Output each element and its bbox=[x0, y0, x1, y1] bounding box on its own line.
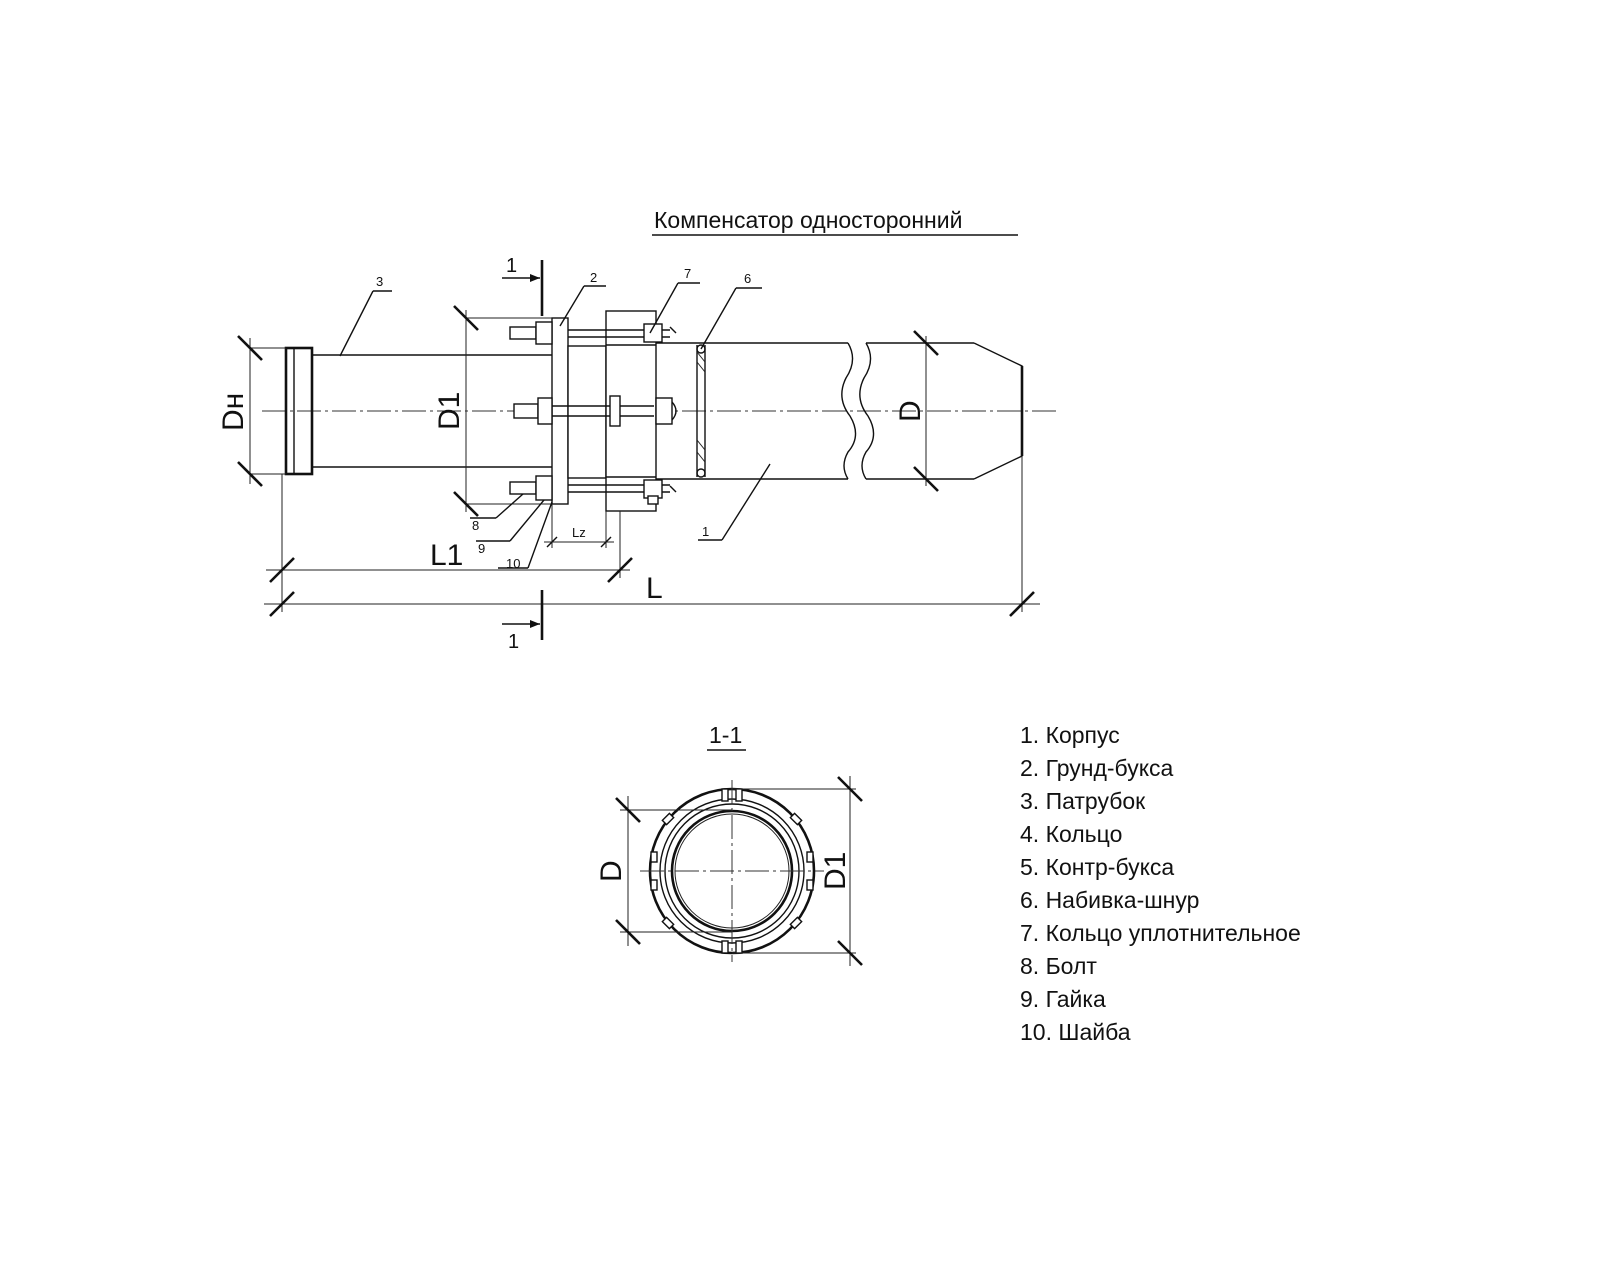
nipple-end-flange bbox=[284, 346, 314, 476]
section-mark-top: 1 bbox=[506, 255, 517, 277]
gland-collar bbox=[567, 345, 607, 479]
main-view bbox=[262, 310, 1058, 512]
dim-l: L bbox=[646, 572, 663, 605]
callout-3: 3 bbox=[376, 274, 383, 289]
section-cut-markers: 1 1 bbox=[502, 255, 544, 653]
callout-9: 9 bbox=[478, 541, 485, 556]
legend-item: 7. Кольцо уплотнительное bbox=[1020, 920, 1301, 946]
callout-6: 6 bbox=[744, 271, 751, 286]
dim-dn: Dн bbox=[217, 393, 250, 431]
dim-d1-section: D1 bbox=[819, 852, 852, 890]
bolt-top bbox=[509, 321, 677, 345]
dim-d1-main: D1 bbox=[433, 392, 466, 430]
legend-item: 4. Кольцо bbox=[1020, 821, 1122, 847]
dim-d-section: D bbox=[595, 860, 628, 882]
legend-item: 2. Грунд-букса bbox=[1020, 755, 1174, 781]
dimensions: Dн D1 D Lz L1 L bbox=[217, 305, 1040, 617]
bolt-middle bbox=[513, 395, 677, 427]
break-line bbox=[841, 342, 857, 480]
callouts: 3 2 7 6 1 8 9 10 bbox=[339, 266, 771, 571]
legend: 1. Корпус 2. Грунд-букса 3. Патрубок 4. … bbox=[1020, 722, 1301, 1045]
legend-item: 1. Корпус bbox=[1020, 722, 1120, 748]
callout-2: 2 bbox=[590, 270, 597, 285]
callout-7: 7 bbox=[684, 266, 691, 281]
callout-1: 1 bbox=[702, 524, 709, 539]
callout-8: 8 bbox=[472, 518, 479, 533]
legend-item: 9. Гайка bbox=[1020, 986, 1106, 1012]
legend-item: 5. Контр-букса bbox=[1020, 854, 1174, 880]
dim-d-main: D bbox=[894, 400, 927, 422]
section-view: D D1 bbox=[595, 776, 863, 966]
dim-l1: L1 bbox=[430, 539, 463, 572]
dim-lz: Lz bbox=[572, 525, 586, 540]
bolt-bottom bbox=[509, 475, 677, 505]
legend-item: 3. Патрубок bbox=[1020, 788, 1146, 814]
legend-item: 8. Болт bbox=[1020, 953, 1097, 979]
section-mark-bottom: 1 bbox=[508, 631, 519, 653]
section-title: 1-1 bbox=[709, 722, 742, 748]
drawing-title: Компенсатор односторонний bbox=[654, 207, 962, 233]
gland-flange bbox=[551, 317, 569, 505]
legend-item: 6. Набивка-шнур bbox=[1020, 887, 1199, 913]
callout-10: 10 bbox=[506, 556, 520, 571]
legend-item: 10. Шайба bbox=[1020, 1019, 1131, 1045]
